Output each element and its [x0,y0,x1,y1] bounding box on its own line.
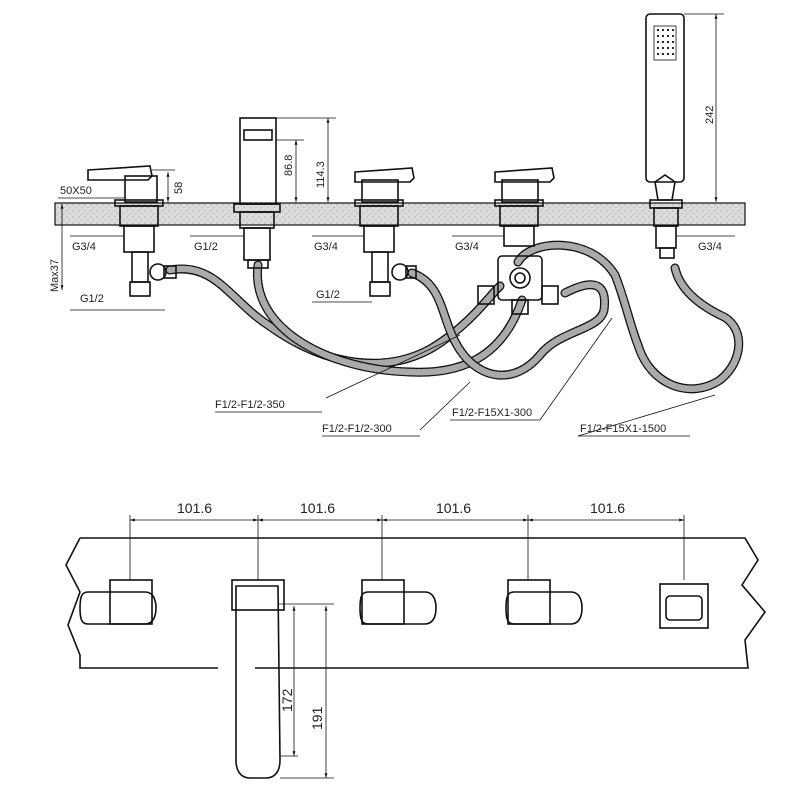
thread-label-g34-left: G3/4 [72,241,96,253]
dim-114-3: 114.3 [315,161,327,188]
spacing-label-2: 101.6 [300,500,335,516]
shower-nozzle-grid [656,28,675,56]
hose-label-4: F1/2-F15X1-1500 [580,423,666,435]
side-dimensions [58,13,735,437]
thread-label-g12-spout: G1/2 [194,241,218,253]
hose-label-1: F1/2-F1/2-350 [215,399,285,411]
handle-top-diverter [505,579,583,625]
spout-top: 172 191 [231,579,334,779]
spacing-label-1: 101.6 [177,500,212,516]
top-view: 101.6 101.6 101.6 101.6 172 191 [65,500,767,779]
valve-middle [354,167,417,297]
dim-max37: Max37 [49,259,61,292]
side-labels: 58 50X50 86.8 114.3 242 Max37 G3/4 G1/2 … [49,106,722,435]
dim-172: 172 [279,688,295,712]
valve-left [87,165,177,297]
hose-label-2: F1/2-F1/2-300 [322,423,392,435]
handle-top-left [79,579,157,625]
thread-label-g34-diverter: G3/4 [455,241,479,253]
thread-label-g34-middle: G3/4 [314,241,338,253]
dim-191: 191 [309,706,325,730]
thread-label-g34-shower: G3/4 [698,241,722,253]
hose-path-2 [253,260,527,377]
hose-path-4 [513,240,744,394]
hose-path-3 [407,268,610,380]
deck-outline [80,537,767,669]
handle-top-middle [359,579,437,625]
thread-label-g12-middle: G1/2 [316,289,340,301]
dim-86-8: 86.8 [283,155,295,176]
spout-side [233,117,281,269]
dim-58: 58 [173,182,185,194]
thread-label-g12-left: G1/2 [80,293,104,305]
hose-label-3: F1/2-F15X1-300 [452,407,532,419]
countertop-slab [54,202,746,226]
spacing-label-4: 101.6 [590,500,625,516]
shower-holder-top [659,583,709,629]
hose-group [165,240,744,394]
hand-shower [645,13,685,259]
side-view: 58 50X50 86.8 114.3 242 Max37 G3/4 G1/2 … [49,13,746,437]
spacing-label-3: 101.6 [436,500,471,516]
dim-242: 242 [704,106,716,124]
hose-path-1 [165,264,505,368]
spacing-dimensions: 101.6 101.6 101.6 101.6 [129,500,685,580]
dim-50x50: 50X50 [60,185,92,197]
